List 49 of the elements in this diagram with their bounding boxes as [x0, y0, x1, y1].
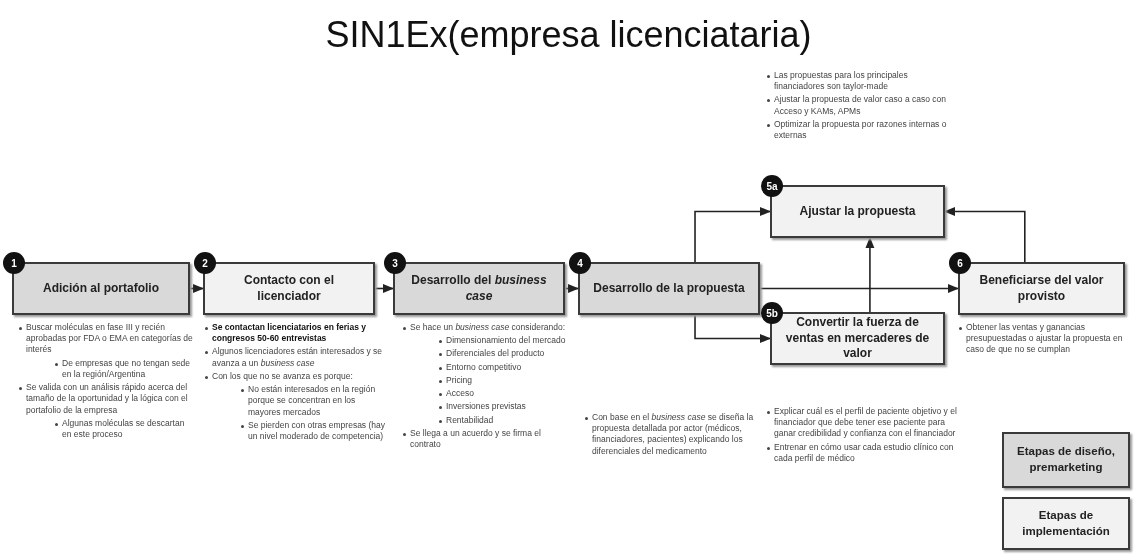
- bullet-text: Optimizar la propuesta por razones internas o externas: [774, 118, 948, 142]
- bullet-text: Ajustar la propuesta de valor caso a caso con Acceso y KAMs, APMs: [774, 94, 947, 117]
- connector-arrow: [865, 236, 875, 313]
- step-title: Adición al portafolio: [42, 280, 160, 297]
- legend-text: Etapas de implementación: [1021, 508, 1111, 539]
- step-title: Convertir la fuerza de ventas en mercaderes de valor: [784, 315, 931, 362]
- bullet-text: Rentabilidad: [446, 414, 495, 426]
- bullet-text: Se valida con un análisis rápido acerca del tamaño de la oportunidad y la lógica con el portafolio de la empresa: [26, 382, 189, 416]
- connector-arrow: [694, 314, 772, 343]
- step-number-badge: 5a: [761, 175, 783, 197]
- note-text: Con base en el business case se diseña la propuesta detallada por actor (médicos, financiadores, pacientes) explicando los diferenciales del medicamento: [592, 412, 755, 457]
- bullet-text: Entorno competitivo: [446, 361, 523, 373]
- bullet-text: Con los que no se avanza es porque:: [212, 370, 354, 383]
- bullet-text: No están interesados en la región porque se concentran en los mayores mercados: [248, 384, 377, 418]
- step-number-badge: 2: [194, 252, 216, 274]
- bullet-text: Se llega a un acuerdo y se firma el contrato: [410, 427, 542, 451]
- bullet-text: Algunas moléculas se descartan en este proceso: [62, 417, 186, 441]
- step-number-badge: 3: [384, 252, 406, 274]
- bullet-text: Acceso: [446, 388, 475, 400]
- step-title: Ajustar la propuesta: [798, 203, 917, 220]
- connector-arrow: [694, 207, 772, 263]
- connector-arrow: [374, 284, 395, 293]
- step-title: Contacto con el licenciador: [243, 272, 335, 305]
- bullet-text: Pricing: [446, 374, 473, 387]
- bullet-text: Dimensionamiento del mercado: [446, 335, 567, 347]
- step-title: Beneficiarse del valor provisto: [978, 272, 1105, 305]
- legend-text: Etapas de diseño, premarketing: [1016, 444, 1116, 475]
- bullet-text: Algunos licenciadores están interesados y se avanza a un business case: [212, 346, 384, 369]
- bullet-text: Entrenar en cómo usar cada estudio clínico con cada perfil de médico: [774, 441, 955, 465]
- bullet-text: Diferenciales del producto: [446, 348, 546, 360]
- bullet-text: Inversiones previstas: [446, 401, 527, 413]
- bullet-text: De empresas que no tengan sede en la región/Argentina: [62, 357, 192, 381]
- step-number-badge: 4: [569, 252, 591, 274]
- step-title: Desarrollo de la propuesta: [592, 280, 746, 297]
- step-title: Desarrollo del business case: [410, 272, 548, 305]
- connector-arrow: [759, 284, 960, 293]
- connector-arrow: [564, 284, 580, 293]
- bullet-text: Se contactan licenciatarios en ferias y congresos 50-60 entrevistas: [212, 322, 367, 345]
- connector-arrow: [189, 284, 205, 293]
- step-number-badge: 6: [949, 252, 971, 274]
- step-number-badge: 5b: [761, 302, 783, 324]
- diagram-title: SIN1Ex(empresa licenciataria): [324, 14, 813, 56]
- bullet-text: Se hace un business case considerando:: [410, 322, 566, 334]
- bullet-text: Buscar moléculas en fase III y recién aprobadas por FDA o EMA en categorías de interés: [26, 322, 194, 356]
- step-number-badge: 1: [3, 252, 25, 274]
- bullet-text: Las propuestas para los principales financiadores son taylor-made: [774, 70, 909, 93]
- bullet-text: Obtener las ventas y ganancias presupuestadas o ajustar la propuesta en caso de que no se cumplan: [966, 322, 1124, 356]
- bullet-text: Explicar cuál es el perfil de paciente objetivo y el financiador que debe tener ese paciente para ganar credibilidad y confianza con el financiador: [774, 406, 958, 440]
- bullet-text: Se pierden con otras empresas (hay un nivel moderado de competencia): [248, 419, 387, 443]
